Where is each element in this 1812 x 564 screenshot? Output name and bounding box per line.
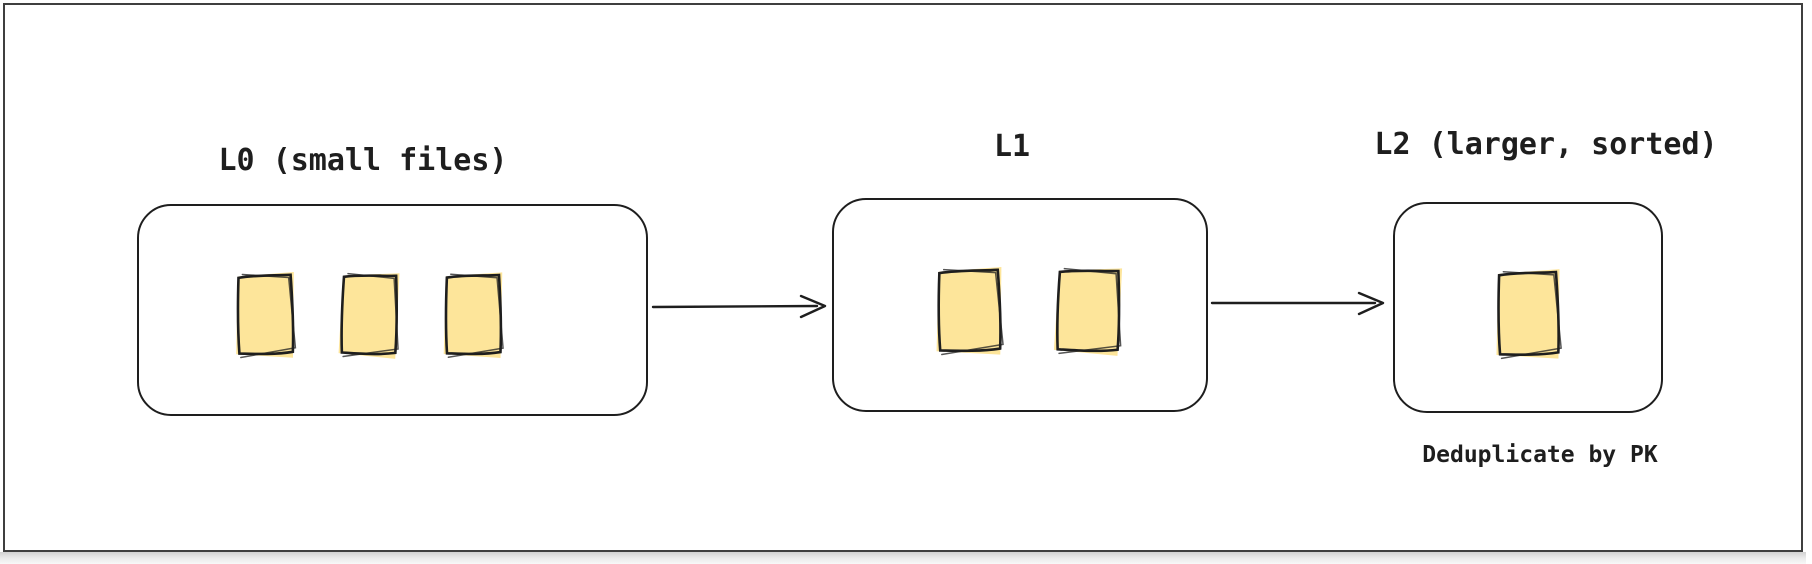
level-l1-box bbox=[832, 198, 1208, 412]
level-l2-box bbox=[1393, 202, 1663, 413]
level-l0-box bbox=[137, 204, 648, 416]
level-l2-title: L2 (larger, sorted) bbox=[1374, 127, 1718, 162]
file-icon bbox=[336, 268, 402, 361]
file-icon bbox=[440, 268, 506, 361]
dedupe-caption: Deduplicate by PK bbox=[1422, 442, 1658, 468]
file-icon bbox=[932, 263, 1006, 358]
arrow-l1-to-l2-icon bbox=[1210, 291, 1385, 316]
level-l1-title: L1 bbox=[993, 129, 1031, 164]
file-icon bbox=[1051, 263, 1125, 358]
file-icon bbox=[232, 268, 298, 361]
window-bottom-edge bbox=[0, 552, 1806, 564]
arrow-l0-to-l1-icon bbox=[651, 294, 827, 319]
file-icon bbox=[1492, 265, 1564, 362]
level-l0-title: L0 (small files) bbox=[218, 143, 508, 178]
